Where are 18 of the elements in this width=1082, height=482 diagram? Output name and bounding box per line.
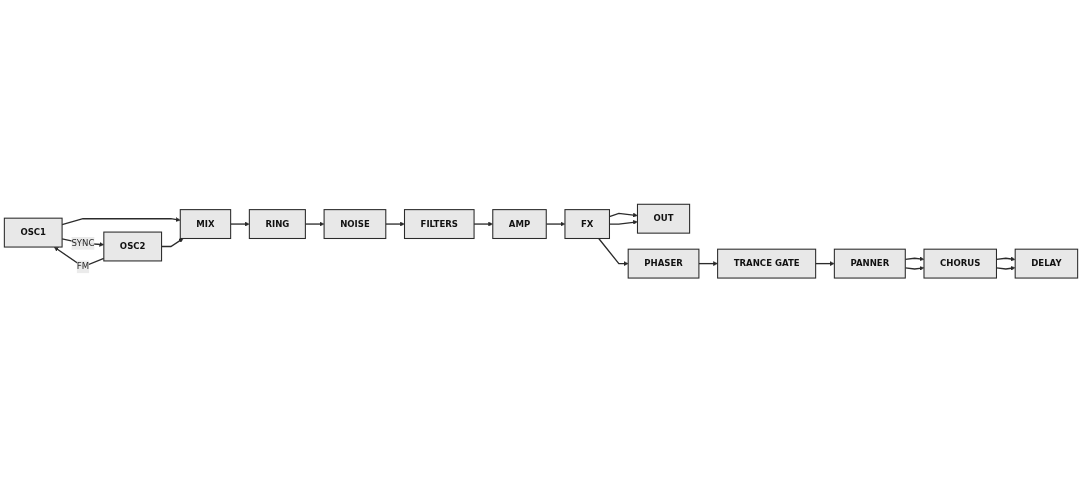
arrow	[385, 221, 405, 227]
node-box: PANNER	[833, 248, 906, 279]
node-box: AMP	[492, 208, 547, 239]
node-box: NOISE	[323, 208, 387, 239]
node-box: PHASER	[627, 248, 700, 279]
node-box: OSC1	[3, 217, 63, 248]
edge-label: SYNC	[71, 237, 95, 248]
node-box: CHORUS	[923, 248, 997, 279]
node-box: FX	[564, 208, 610, 239]
node-box: RING	[248, 208, 306, 239]
node-box: OUT	[636, 203, 691, 234]
node-box: OSC2	[103, 231, 163, 262]
node-box: TRANCE GATE	[717, 248, 817, 279]
edge-label: FM	[76, 261, 90, 272]
node-box: FILTERS	[403, 208, 475, 239]
arrow	[598, 237, 629, 266]
node-box: DELAY	[1014, 248, 1079, 279]
node-box: MIX	[179, 208, 232, 239]
